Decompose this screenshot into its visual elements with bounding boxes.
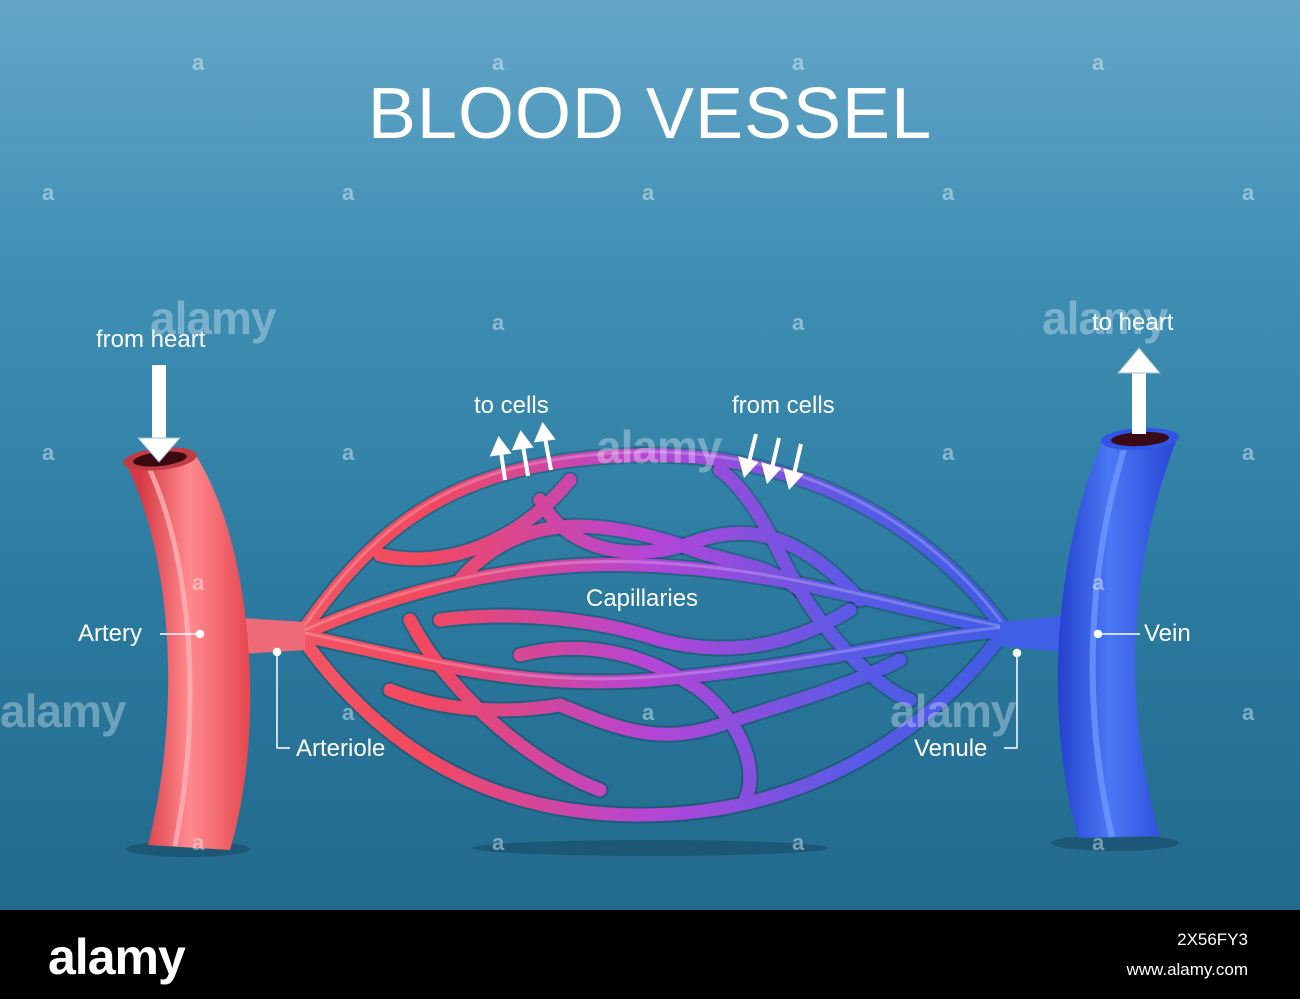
capillary-network bbox=[291, 446, 1014, 824]
watermark-letter: a bbox=[342, 180, 355, 205]
label-arteriole: Arteriole bbox=[296, 735, 386, 762]
watermark-letter: a bbox=[192, 570, 205, 595]
watermark-letter: a bbox=[792, 830, 805, 855]
watermark: alamy bbox=[1042, 292, 1168, 344]
footer-brand-logo: alamy bbox=[48, 929, 186, 985]
watermark: alamy bbox=[890, 685, 1016, 737]
watermark-letter: a bbox=[492, 50, 505, 75]
footer-image-id: 2X56FY3 bbox=[1177, 930, 1248, 949]
watermark-letter: a bbox=[642, 700, 655, 725]
label-to-cells: to cells bbox=[474, 392, 549, 419]
leader-lines bbox=[160, 629, 1140, 749]
watermark-letter: a bbox=[192, 830, 205, 855]
vein-tube bbox=[1057, 427, 1179, 838]
label-artery: Artery bbox=[78, 620, 143, 647]
arrows-to-cells-icon bbox=[489, 422, 556, 481]
watermark-letter: a bbox=[642, 180, 655, 205]
diagram-title: BLOOD VESSEL bbox=[367, 74, 933, 154]
watermark-letter: a bbox=[1092, 50, 1105, 75]
watermark-letter: a bbox=[792, 310, 805, 335]
watermark-letter: a bbox=[1242, 440, 1255, 465]
watermark-letter: a bbox=[192, 50, 205, 75]
arrows-from-cells-icon bbox=[738, 433, 804, 491]
vein-shadow bbox=[1051, 835, 1179, 851]
label-capillaries: Capillaries bbox=[586, 585, 699, 612]
watermark: alamy bbox=[0, 685, 126, 737]
watermark-letter: a bbox=[342, 700, 355, 725]
watermark-letter: a bbox=[1242, 180, 1255, 205]
arrow-to-heart-icon bbox=[1116, 347, 1162, 434]
arteriole-stem bbox=[240, 618, 305, 654]
watermark-letter: a bbox=[492, 830, 505, 855]
diagram-canvas: alamy alamy alamy alamy alamy a a a a a … bbox=[0, 0, 1300, 910]
stock-footer-bar: alamy 2X56FY3 www.alamy.com bbox=[0, 910, 1300, 999]
watermark-letter: a bbox=[42, 440, 55, 465]
watermark: alamy bbox=[150, 292, 276, 344]
watermark-letter: a bbox=[492, 310, 505, 335]
watermark-letter: a bbox=[1242, 700, 1255, 725]
label-from-heart: from heart bbox=[96, 326, 206, 353]
watermark-letter: a bbox=[942, 180, 955, 205]
watermark-letter: a bbox=[42, 180, 55, 205]
venule-stem bbox=[1000, 616, 1062, 652]
watermark-letter: a bbox=[1092, 830, 1105, 855]
watermark-letter: a bbox=[792, 50, 805, 75]
watermark: alamy bbox=[596, 421, 722, 473]
label-to-heart: to heart bbox=[1092, 309, 1174, 336]
watermark-letter: a bbox=[942, 440, 955, 465]
network-shadow bbox=[472, 840, 828, 856]
artery-tube bbox=[123, 447, 251, 850]
watermark-letter: a bbox=[1092, 570, 1105, 595]
label-venule: Venule bbox=[914, 735, 988, 762]
blood-vessel-illustration bbox=[123, 347, 1179, 857]
arrow-from-heart-icon bbox=[136, 365, 182, 463]
label-from-cells: from cells bbox=[732, 392, 835, 419]
footer-url: www.alamy.com bbox=[1126, 960, 1248, 979]
label-vein: Vein bbox=[1144, 620, 1191, 647]
watermark-letter: a bbox=[342, 440, 355, 465]
